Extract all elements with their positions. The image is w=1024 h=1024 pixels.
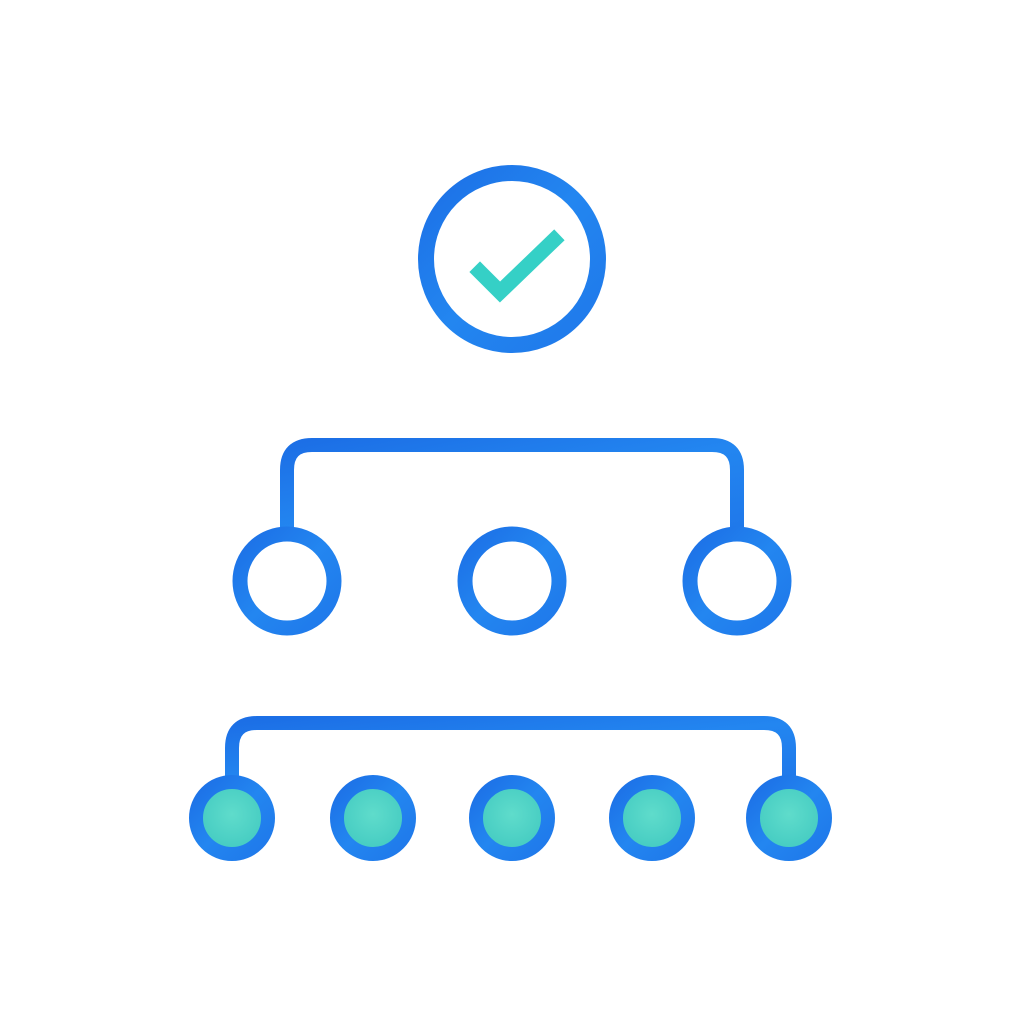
leaf-node-ring xyxy=(746,775,832,861)
check-icon xyxy=(469,229,565,303)
leaf-node-5 xyxy=(746,775,832,861)
diagram-nodes xyxy=(189,165,832,861)
mid-node-3 xyxy=(682,526,792,636)
leaf-node-ring xyxy=(609,775,695,861)
leaf-node-ring xyxy=(189,775,275,861)
leaf-node-ring xyxy=(330,775,416,861)
leaf-node-4 xyxy=(609,775,695,861)
mid-node-1 xyxy=(232,526,342,636)
root-node xyxy=(418,165,606,353)
leaf-node-1 xyxy=(189,775,275,861)
connector-lines xyxy=(225,338,796,787)
leaf-node-ring xyxy=(469,775,555,861)
leaf-node-2 xyxy=(330,775,416,861)
leaf-node-3 xyxy=(469,775,555,861)
mid-node-2 xyxy=(457,526,567,636)
